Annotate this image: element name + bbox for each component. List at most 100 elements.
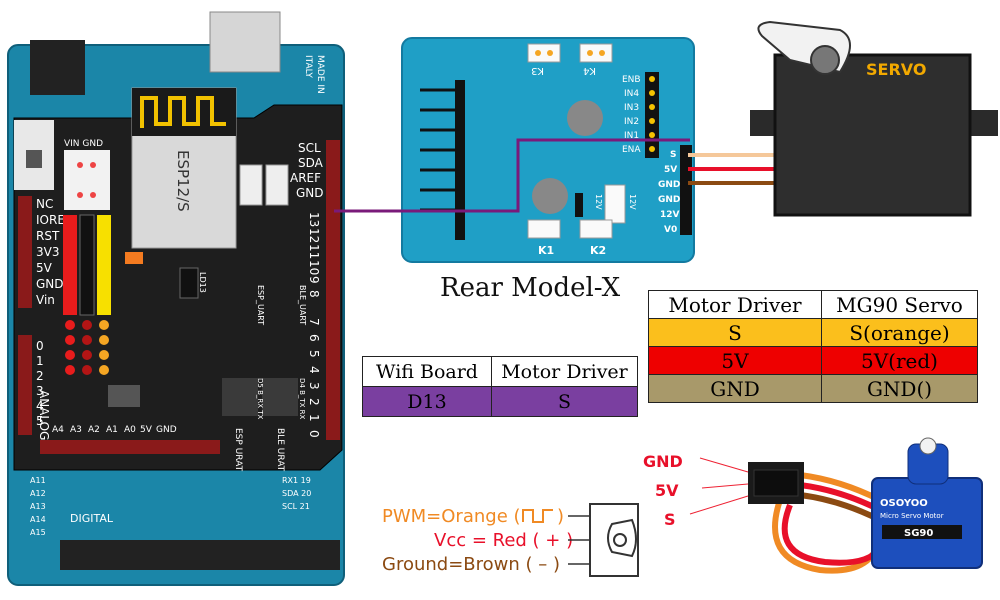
esp-uart-label: ESP_UART <box>256 285 265 325</box>
pin-ena: ENA <box>622 145 641 155</box>
side-pin-sda: SDA 20 <box>282 489 311 498</box>
legend-pwm-end: ) <box>557 506 564 527</box>
motor-driver-board: K3 K4 ENB IN4 IN3 IN2 IN1 ENA S 5V GND G… <box>401 37 695 263</box>
label-k1: K1 <box>538 244 554 257</box>
analog-3: 3 <box>36 384 44 398</box>
label-12v-b: 12V <box>628 194 637 210</box>
wifi-shield: VIN GND NC IOREF RST 3V3 5V GND Vin ANAL… <box>13 87 343 472</box>
button-1 <box>239 164 263 206</box>
driver-servo-table: Motor Driver MG90 Servo S S(orange) 5V 5… <box>648 290 978 403</box>
d5-label: D5 B_RX TX <box>256 378 264 420</box>
row-s-servo: S(orange) <box>821 318 978 347</box>
digital-label: DIGITAL <box>70 512 114 525</box>
side-pin-a14: A14 <box>30 515 46 524</box>
sg90-label-gnd: GND <box>643 452 683 471</box>
pin-a2: A2 <box>88 425 100 435</box>
pin-gnd-bottom: GND <box>156 425 177 435</box>
header-wifi-board: Wifi Board <box>362 356 492 387</box>
wire-legend: PWM=Orange ( ) Vcc = Red ( + ) Ground=Br… <box>382 503 639 577</box>
left-power-header <box>18 196 32 308</box>
row-s-driver: S <box>648 318 822 347</box>
regulator <box>108 385 140 407</box>
bottom-analog-header <box>40 440 220 454</box>
pin-gnd: GND <box>36 277 64 291</box>
sg90-model: SG90 <box>904 528 933 539</box>
esp-jumpers <box>222 378 258 416</box>
header-mg90-servo: MG90 Servo <box>821 290 978 319</box>
esp-label: ESP12/S <box>174 150 192 212</box>
pin-d8: 8 <box>307 290 321 298</box>
pin-gnd-right: GND <box>296 186 324 200</box>
heatsink <box>455 80 465 240</box>
analog-1: 1 <box>36 354 44 368</box>
pwm-wave-icon <box>522 509 553 523</box>
legend-pwm: PWM=Orange ( <box>382 506 521 527</box>
header-k2-side <box>604 184 626 224</box>
row-5v-driver: 5V <box>648 346 822 375</box>
power-select-switch <box>64 150 110 210</box>
side-pin-a11: A11 <box>30 476 46 485</box>
esp-urat-label: ESP URAT <box>233 428 243 472</box>
row-s: S <box>491 386 638 417</box>
pin-d6: 6 <box>307 334 321 342</box>
jumper-12v <box>575 193 583 217</box>
sg90-servo: OSOYOO Micro Servo Motor SG90 <box>748 437 983 574</box>
servo-icon: SERVO <box>750 20 998 217</box>
input-header <box>645 72 659 158</box>
pin-5v-bottom: 5V <box>140 425 153 435</box>
side-pin-a12: A12 <box>30 489 46 498</box>
pin-d11: 11 <box>307 244 321 259</box>
pin-a0: A0 <box>124 425 136 435</box>
table-row: 5V 5V(red) <box>648 346 978 375</box>
pin-a4: A4 <box>52 425 64 435</box>
signal-wire-d13 <box>334 138 690 213</box>
pin-aref: AREF <box>290 171 321 185</box>
out-pin-5v: 5V <box>664 165 677 175</box>
pin-nc: NC <box>36 197 53 211</box>
side-pin-scl: SCL 21 <box>282 502 310 511</box>
pin-ioref: IOREF <box>36 213 72 227</box>
out-pin-12v: 12V <box>660 210 680 220</box>
ble-jumpers <box>262 378 298 416</box>
table-row: GND GND() <box>648 374 978 403</box>
right-digital-header <box>326 140 340 440</box>
header-black <box>79 214 95 316</box>
sg90-body <box>871 477 983 569</box>
row-gnd-driver: GND <box>648 374 822 403</box>
out-pin-gnd: GND <box>658 180 680 190</box>
header-k1 <box>527 219 561 239</box>
left-analog-header <box>18 335 32 435</box>
pin-d7: 7 <box>307 318 321 326</box>
label-k3: K3 <box>531 65 544 76</box>
italy-label: ITALY <box>303 55 313 78</box>
pin-scl: SCL <box>298 141 321 155</box>
pin-d1: 1 <box>307 414 321 422</box>
sg90-brand: OSOYOO <box>880 498 928 509</box>
pin-sda: SDA <box>298 156 324 170</box>
pin-d3: 3 <box>307 382 321 390</box>
side-pin-a15: A15 <box>30 528 46 537</box>
header-k3 <box>527 43 561 63</box>
pin-d10: 10 <box>307 260 321 275</box>
label-k4: K4 <box>583 65 596 76</box>
d4-label: D4 B_TX RX <box>298 378 306 420</box>
capacitor-top <box>567 100 603 136</box>
pin-d0: 0 <box>307 430 321 438</box>
out-pin-gnd2: GND <box>658 195 680 205</box>
header-k4 <box>579 43 613 63</box>
label-12v-a: 12V <box>594 194 603 210</box>
analog-2: 2 <box>36 369 44 383</box>
pin-d13: 13 <box>307 212 321 227</box>
pin-in2: IN2 <box>624 117 639 127</box>
led-label: LD13 <box>198 272 207 293</box>
made-in-label: MADE IN <box>315 55 325 94</box>
pin-a3: A3 <box>70 425 82 435</box>
out-pin-s: S <box>670 150 676 160</box>
pin-in4: IN4 <box>624 89 639 99</box>
pin-d12: 12 <box>307 228 321 243</box>
pin-vin: Vin <box>36 293 55 307</box>
legend-vcc: Vcc = Red ( + ) <box>434 530 573 551</box>
row-gnd-servo: GND() <box>821 374 978 403</box>
